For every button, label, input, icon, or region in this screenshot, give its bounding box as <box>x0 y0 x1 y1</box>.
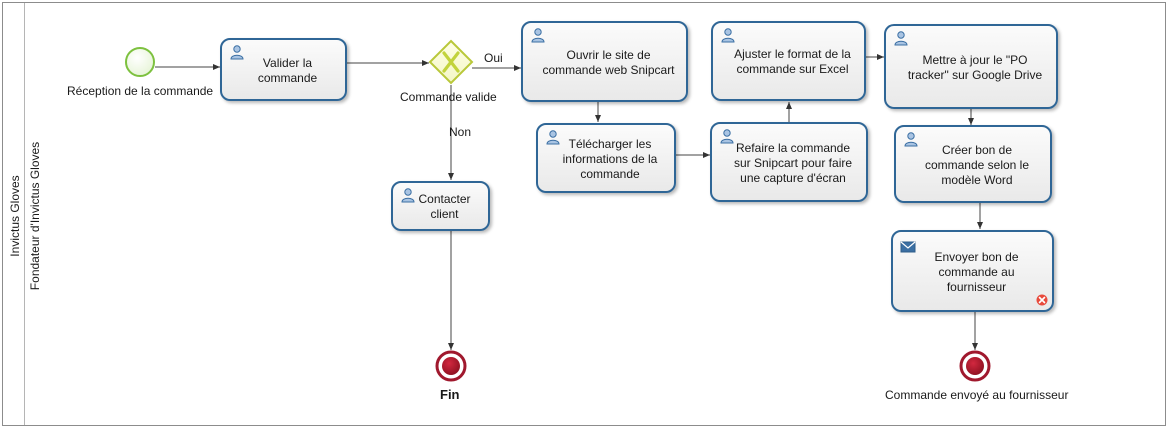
user-icon <box>904 132 918 147</box>
task-send-purchase-order-label: Envoyer bon de commande au fournisseur <box>934 249 1019 294</box>
error-icon <box>1036 294 1048 306</box>
gateway-no-label: Non <box>449 125 472 139</box>
task-contact-client-label: Contacter client <box>418 192 471 221</box>
envelope-icon <box>900 241 916 253</box>
end-event-sent-label: Commande envoyé au fournisseur <box>885 388 1069 402</box>
user-icon <box>721 28 735 43</box>
task-create-purchase-order-label: Créer bon de commande selon le modèle Wo… <box>924 142 1030 187</box>
task-update-po-tracker-label: Mettre à jour le "PO tracker" sur Google… <box>907 52 1043 82</box>
task-redo-order[interactable]: Refaire la commande sur Snipcart pour fa… <box>710 122 868 202</box>
user-icon <box>401 188 415 203</box>
task-adjust-excel[interactable]: Ajuster le format de la commande sur Exc… <box>711 21 866 101</box>
task-adjust-excel-label: Ajuster le format de la commande sur Exc… <box>734 47 851 76</box>
user-icon <box>894 31 908 46</box>
task-contact-client[interactable]: Contacter client <box>391 181 490 231</box>
exclusive-gateway[interactable] <box>428 39 474 85</box>
user-icon <box>720 129 734 144</box>
start-event-label: Réception de la commande <box>67 84 214 98</box>
task-update-po-tracker[interactable]: Mettre à jour le "PO tracker" sur Google… <box>884 24 1058 109</box>
task-create-purchase-order[interactable]: Créer bon de commande selon le modèle Wo… <box>894 125 1052 203</box>
gateway-x-icon <box>442 51 460 73</box>
task-validate-order-label: Valider la commande <box>257 55 318 85</box>
user-icon <box>531 28 545 43</box>
task-send-purchase-order[interactable]: Envoyer bon de commande au fournisseur <box>891 230 1054 312</box>
task-download-info-label: Télécharger les informations de la comma… <box>562 136 658 181</box>
sequence-flow <box>155 54 983 350</box>
task-validate-order[interactable]: Valider la commande <box>220 38 347 101</box>
gateway-label: Commande valide <box>400 90 497 104</box>
task-open-snipcart[interactable]: Ouvrir le site de commande web Snipcart <box>521 21 688 102</box>
user-icon <box>230 45 244 60</box>
task-download-info[interactable]: Télécharger les informations de la comma… <box>536 123 676 193</box>
start-event[interactable] <box>125 47 155 77</box>
task-redo-order-label: Refaire la commande sur Snipcart pour fa… <box>733 140 853 185</box>
end-event-sent[interactable] <box>959 350 991 382</box>
end-event-fin-label: Fin <box>440 387 460 402</box>
task-open-snipcart-label: Ouvrir le site de commande web Snipcart <box>542 47 675 77</box>
user-icon <box>546 130 560 145</box>
end-event-fin[interactable] <box>435 350 467 382</box>
pool-header: Invictus Gloves <box>3 3 25 425</box>
gateway-yes-label: Oui <box>484 51 503 65</box>
